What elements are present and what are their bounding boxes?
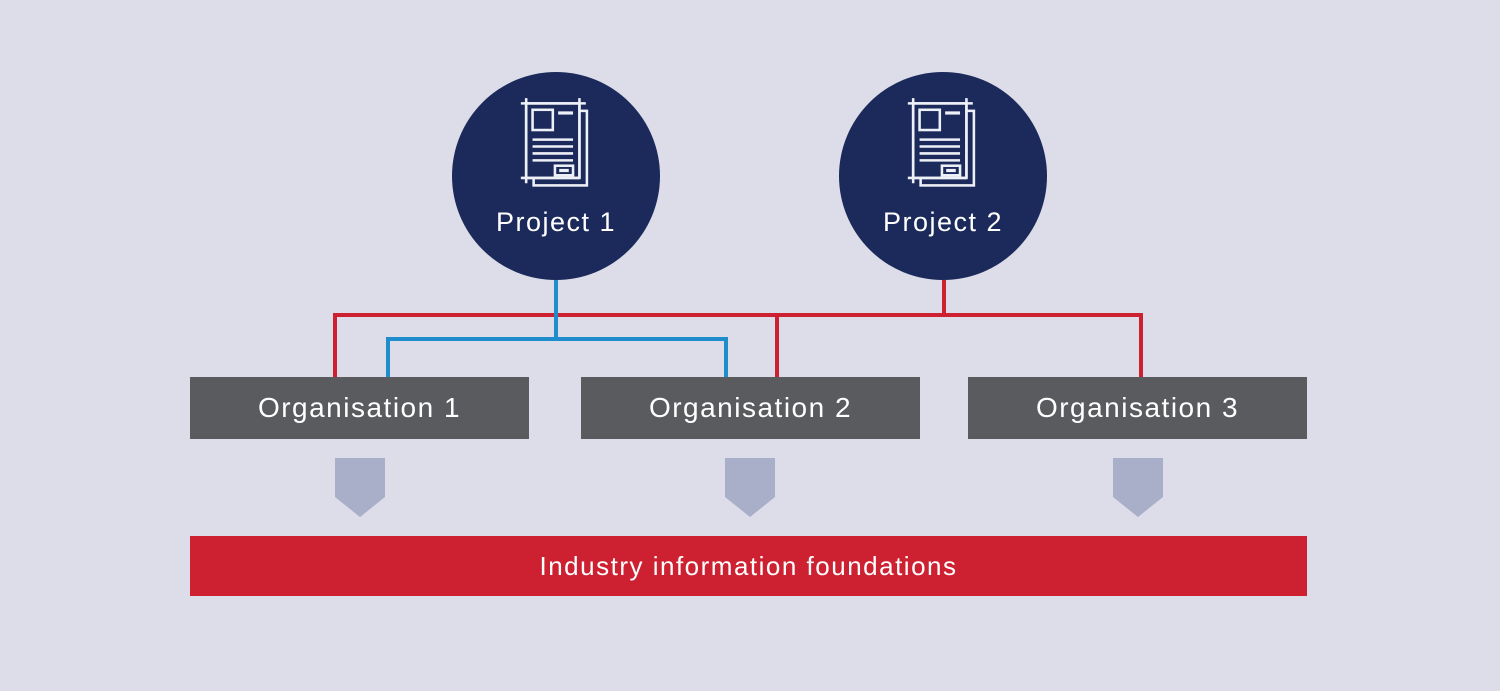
connector-red-drop-org2 (775, 313, 779, 379)
organisation-2-box: Organisation 2 (581, 377, 920, 439)
organisation-3-label: Organisation 3 (1035, 392, 1240, 423)
project-2-label: Project 2 (882, 207, 1004, 237)
project-1-node: Project 1 (452, 72, 660, 280)
connector-red-stem (942, 280, 946, 317)
down-arrow-icon (725, 458, 775, 517)
connector-red-horizontal (333, 313, 1143, 317)
organisation-3-box: Organisation 3 (968, 377, 1307, 439)
document-icon (907, 98, 976, 187)
connector-blue-stem (554, 280, 558, 341)
project-2-node: Project 2 (839, 72, 1047, 280)
foundation-label: Industry information foundations (539, 550, 958, 581)
down-arrow-icon (335, 458, 385, 517)
organisation-1-label: Organisation 1 (257, 392, 462, 423)
project-1-label: Project 1 (495, 207, 617, 237)
down-arrow-icon (1113, 458, 1163, 517)
organisation-1-box: Organisation 1 (190, 377, 529, 439)
connector-blue-drop-org2 (724, 337, 728, 379)
connector-red-drop-org3 (1139, 313, 1143, 379)
connector-red-drop-org1 (333, 313, 337, 379)
connector-blue-horizontal (386, 337, 728, 341)
document-icon (520, 98, 589, 187)
organisation-2-label: Organisation 2 (648, 392, 853, 423)
connector-blue-drop-org1 (386, 337, 390, 379)
foundation-bar: Industry information foundations (190, 536, 1307, 596)
